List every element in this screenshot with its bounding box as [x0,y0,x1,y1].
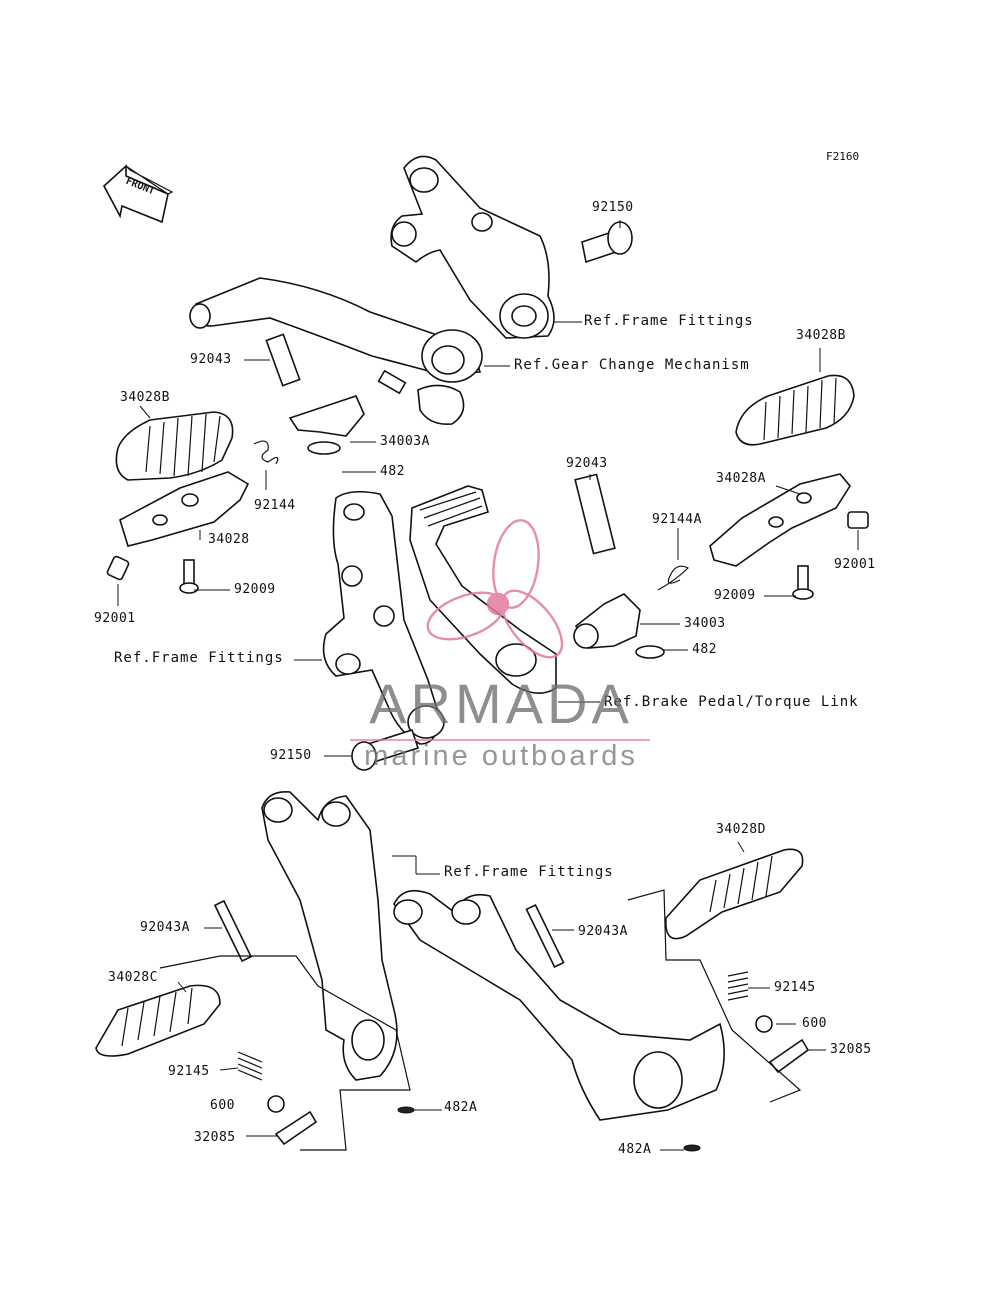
part-482-right: 482 [692,642,717,657]
group-outline-right [627,889,802,1103]
detent-32085-right [768,1038,810,1074]
ref-frame-fittings-low: Ref.Frame Fittings [444,864,614,880]
pin-92043A-right [525,903,565,969]
brake-pedal [409,485,557,694]
part-92043-left: 92043 [190,352,232,367]
part-600-left: 600 [210,1098,235,1113]
bolt-92009-left [179,559,199,594]
part-92043A-left: 92043A [140,920,190,935]
bolt-92009-right [792,565,814,600]
part-92145-right: 92145 [774,980,816,995]
part-32085-right: 32085 [830,1042,872,1057]
ref-gear-change-mechanism: Ref.Gear Change Mechanism [514,357,750,373]
ball-600-right [755,1015,773,1033]
watermark-divider [350,739,650,741]
ball-600-left [267,1095,285,1113]
part-34028B-right: 34028B [796,328,846,343]
pin-92043-left [265,333,301,387]
part-34028D: 34028D [716,822,766,837]
part-482-left: 482 [380,464,405,479]
part-600-right: 600 [802,1016,827,1031]
ref-brake-pedal-torque-link: Ref.Brake Pedal/Torque Link [604,694,859,710]
spring-92144A [657,565,690,591]
gear-shift-lever [189,277,483,426]
group-outline-left [159,955,411,1151]
ref-frame-fittings-top: Ref.Frame Fittings [584,313,754,329]
watermark-tagline: marine outboards [364,740,638,772]
lower-left-bracket [261,791,398,1081]
left-footpeg-rubber [115,411,234,481]
part-92001-right: 92001 [834,557,876,572]
middle-bracket-brake-side [322,490,445,745]
clip-482A-mid [397,1106,415,1114]
ref-frame-fittings-mid: Ref.Frame Fittings [114,650,284,666]
clevis-34003 [573,593,665,659]
footpeg-34028C [95,984,221,1057]
lower-right-bracket [393,889,725,1121]
part-92043A-right: 92043A [578,924,628,939]
part-92043-mid: 92043 [566,456,608,471]
right-footpeg-rubber [735,374,855,446]
front-arrow-icon [103,164,174,224]
pin-92043-mid [574,473,616,555]
part-92145-left: 92145 [168,1064,210,1079]
part-92144: 92144 [254,498,296,513]
bolt-92001-right [847,511,869,529]
detent-32085-left [274,1110,318,1146]
right-footpeg-holder [709,473,851,567]
footpeg-34028D [665,848,804,940]
clevis-34003A [288,395,365,455]
part-92144A: 92144A [652,512,702,527]
bolt-92001-left [106,555,130,581]
part-34028: 34028 [208,532,250,547]
part-92009-right: 92009 [714,588,756,603]
part-482A-bottom: 482A [618,1142,652,1157]
part-34003A: 34003A [380,434,430,449]
part-92150-top: 92150 [592,200,634,215]
part-34028B-left: 34028B [120,390,170,405]
spring-92145-right [727,971,749,1001]
spring-92145-left [237,1051,263,1081]
leader-lines [117,220,859,1151]
part-92150-bottom: 92150 [270,748,312,763]
spring-92144 [253,440,279,465]
part-482A-mid: 482A [444,1100,478,1115]
part-32085-left: 32085 [194,1130,236,1145]
part-34028A: 34028A [716,471,766,486]
pin-92043A-left [213,899,253,963]
part-34028C: 34028C [108,970,158,985]
watermark-brand: ARMADA [369,672,633,735]
bolt-92150-top [581,221,633,264]
part-34003: 34003 [684,616,726,631]
figure-id: F2160 [826,150,860,163]
clip-482A-bottom [683,1144,701,1152]
upper-bracket-gear-side [390,155,555,339]
watermark-propeller-logo [426,519,564,659]
part-92001-left: 92001 [94,611,136,626]
part-92009-left: 92009 [234,582,276,597]
left-footpeg-holder [119,471,250,547]
